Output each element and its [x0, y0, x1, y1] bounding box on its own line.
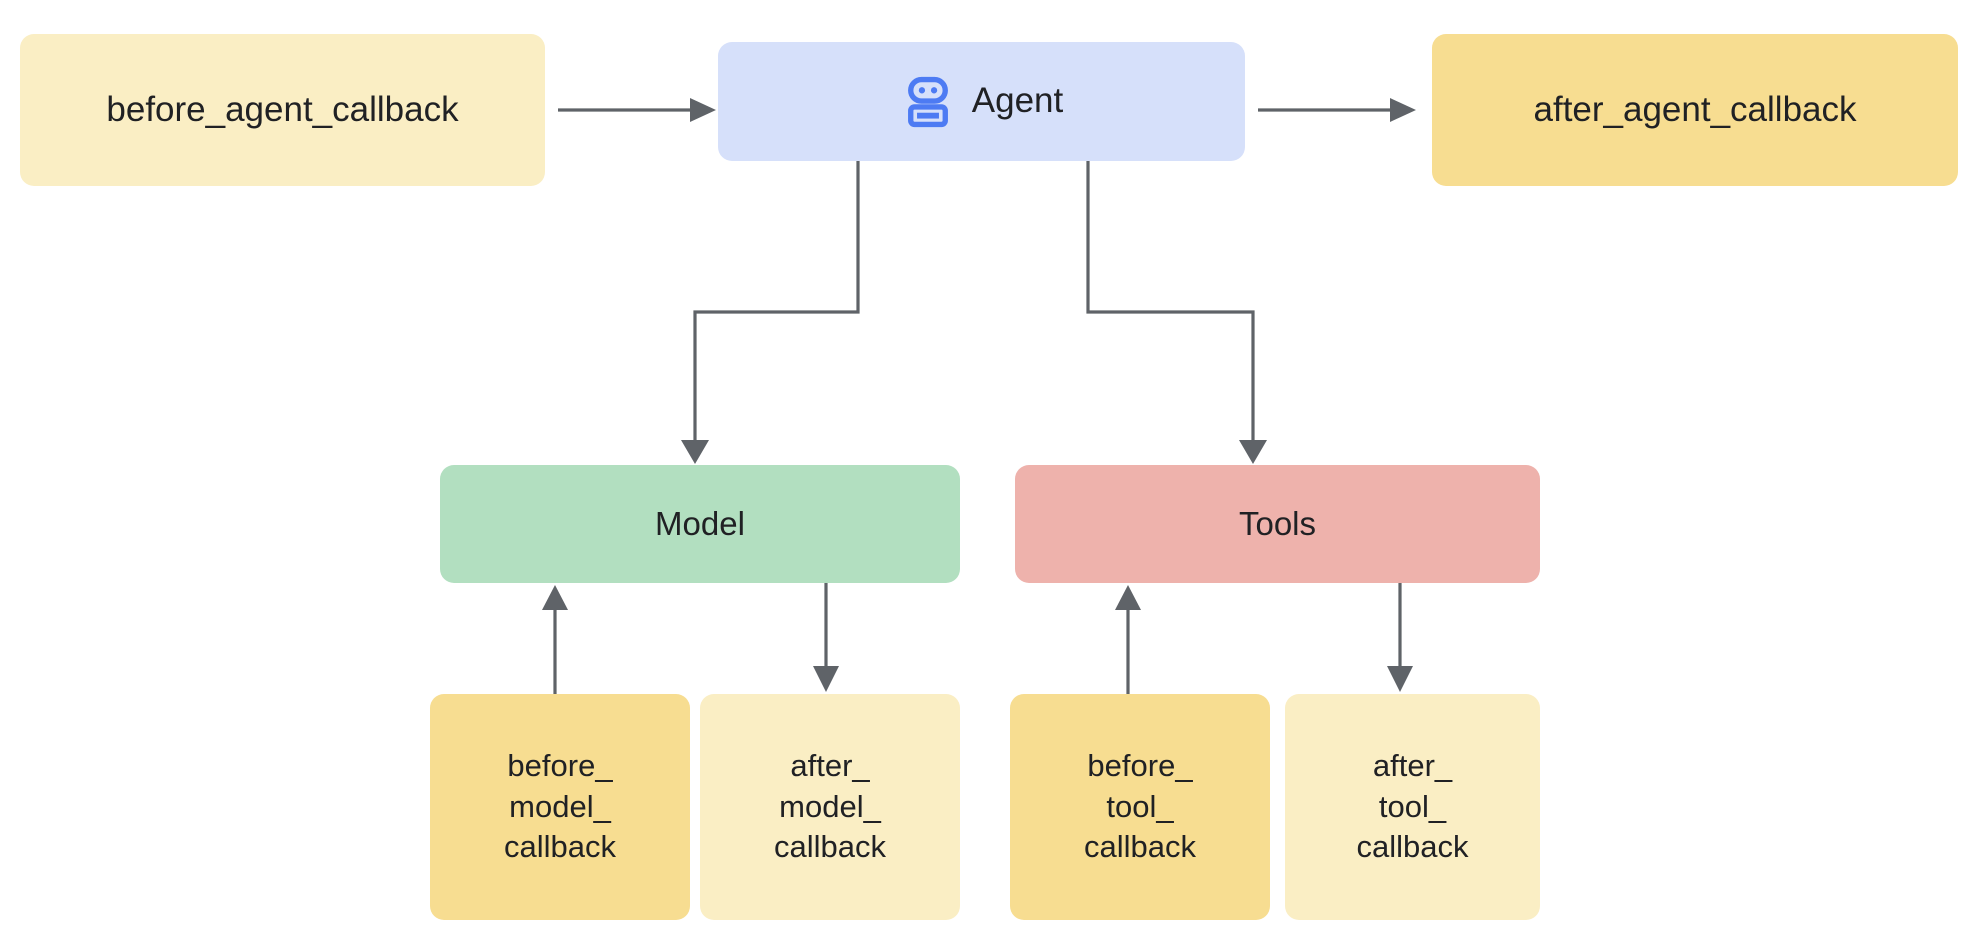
node-tools[interactable]: Tools — [1015, 465, 1540, 583]
node-label: after_ tool_ callback — [1356, 747, 1469, 865]
edge-agent-to-model — [681, 161, 860, 464]
edge-model-to-after-model — [813, 583, 839, 692]
edge-agent-to-tools — [1086, 161, 1267, 464]
node-label: Tools — [1238, 505, 1317, 543]
node-label: before_ model_ callback — [504, 747, 616, 865]
node-after-model-callback[interactable]: after_ model_ callback — [700, 694, 960, 920]
node-before-model-callback[interactable]: before_ model_ callback — [430, 694, 690, 920]
node-before-tool-callback[interactable]: before_ tool_ callback — [1010, 694, 1270, 920]
edge-tools-to-after-tool — [1387, 583, 1413, 692]
node-label: after_agent_callback — [1533, 89, 1857, 129]
node-label: before_agent_callback — [106, 89, 459, 129]
node-model[interactable]: Model — [440, 465, 960, 583]
node-label: after_ model_ callback — [774, 747, 886, 865]
edge-before-agent-to-agent — [558, 98, 716, 122]
node-label: before_ tool_ callback — [1084, 747, 1196, 865]
node-after-tool-callback[interactable]: after_ tool_ callback — [1285, 694, 1540, 920]
node-before-agent-callback[interactable]: before_agent_callback — [20, 34, 545, 186]
edge-before-tool-to-tools — [1115, 585, 1141, 694]
edge-agent-to-after-agent — [1258, 98, 1416, 122]
node-label: Model — [655, 505, 745, 543]
node-after-agent-callback[interactable]: after_agent_callback — [1432, 34, 1958, 186]
edge-before-model-to-model — [542, 585, 568, 694]
agent-content: Agent — [900, 74, 1063, 130]
node-agent[interactable]: Agent — [718, 42, 1245, 161]
robot-icon — [907, 76, 948, 127]
node-label: Agent — [971, 81, 1064, 121]
